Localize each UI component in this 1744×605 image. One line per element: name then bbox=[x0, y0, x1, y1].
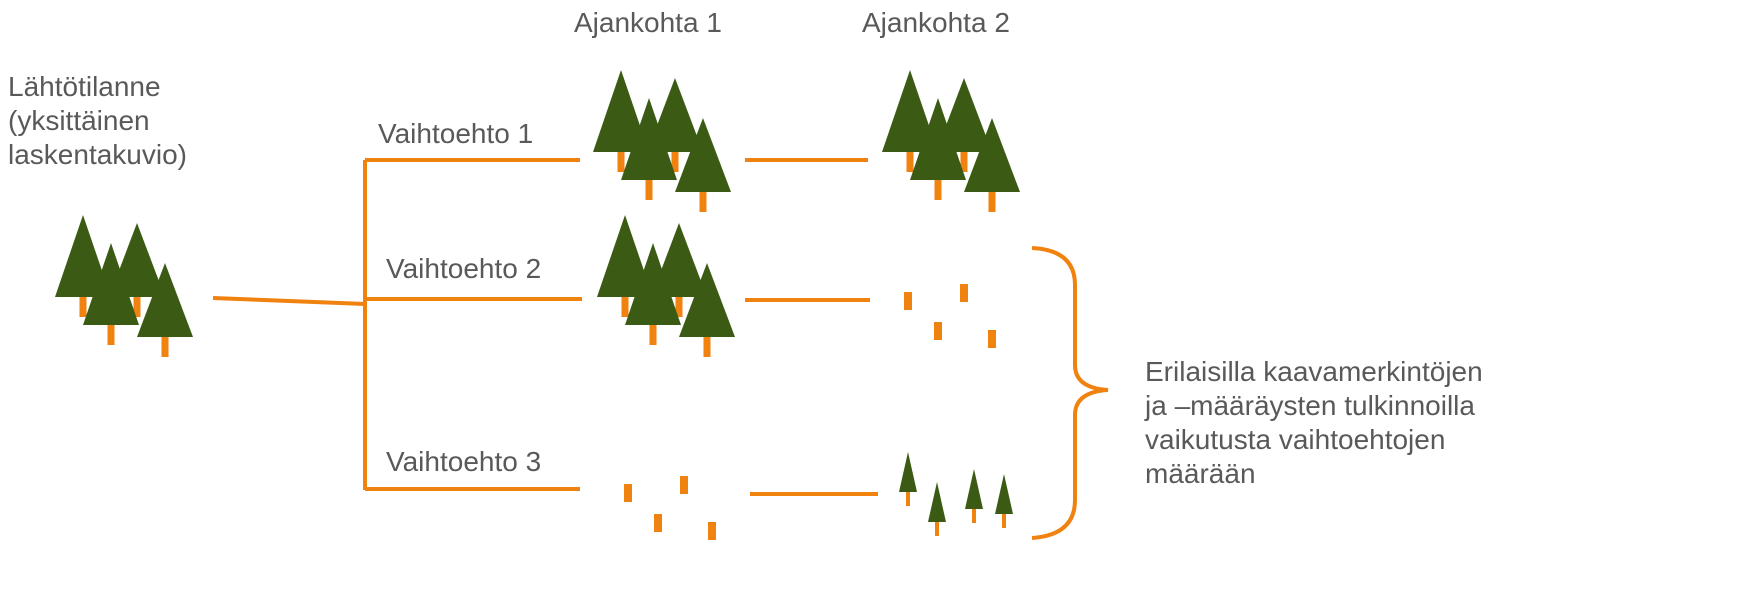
header-time-1: Ajankohta 1 bbox=[574, 7, 722, 38]
tree-trunk bbox=[935, 516, 939, 536]
note-line-2: ja –määräysten tulkinnoilla bbox=[1145, 390, 1475, 421]
stump-icon bbox=[904, 292, 912, 310]
stump-icon bbox=[708, 522, 716, 540]
seedlings-group bbox=[899, 452, 1013, 536]
note-line-4: määrään bbox=[1145, 458, 1256, 489]
tree-trunk bbox=[699, 186, 707, 212]
tree-icon bbox=[928, 482, 946, 522]
tree-icon bbox=[882, 70, 938, 152]
tree-trunk bbox=[988, 186, 996, 212]
tree-trunk bbox=[906, 486, 910, 506]
forest-group bbox=[597, 215, 735, 357]
forest-group bbox=[55, 215, 193, 357]
stumps-group bbox=[904, 284, 996, 348]
tree-trunk bbox=[649, 319, 657, 345]
tree-trunk bbox=[133, 291, 141, 317]
start-label-line-3: laskentakuvio) bbox=[8, 139, 187, 170]
tree-trunk bbox=[934, 174, 942, 200]
tree-groups bbox=[55, 70, 1020, 540]
tree-trunk bbox=[671, 146, 679, 172]
forest-group bbox=[593, 70, 731, 212]
start-label-line-1: Lähtötilanne bbox=[8, 71, 161, 102]
tree-trunk bbox=[1002, 508, 1006, 528]
tree-trunk bbox=[675, 291, 683, 317]
tree-icon bbox=[995, 474, 1013, 514]
tree-icon bbox=[55, 215, 111, 297]
stump-icon bbox=[960, 284, 968, 302]
note-line-3: vaikutusta vaihtoehtojen bbox=[1145, 424, 1446, 455]
tree-icon bbox=[964, 118, 1020, 192]
tree-trunk bbox=[107, 319, 115, 345]
tree-trunk bbox=[972, 503, 976, 523]
tree-trunk bbox=[617, 146, 625, 172]
tree-trunk bbox=[906, 146, 914, 172]
option-label-3: Vaihtoehto 3 bbox=[386, 446, 542, 477]
connector-lines bbox=[212, 158, 878, 496]
connector-line bbox=[212, 296, 366, 306]
tree-trunk bbox=[960, 146, 968, 172]
tree-icon bbox=[137, 263, 193, 337]
stump-icon bbox=[624, 484, 632, 502]
start-label-line-2: (yksittäinen bbox=[8, 105, 150, 136]
tree-icon bbox=[899, 452, 917, 492]
start-label: Lähtötilanne (yksittäinen laskentakuvio) bbox=[8, 70, 187, 172]
stump-icon bbox=[988, 330, 996, 348]
stump-icon bbox=[680, 476, 688, 494]
tree-icon bbox=[597, 215, 653, 297]
stumps-group bbox=[624, 476, 716, 540]
header-time-2: Ajankohta 2 bbox=[862, 7, 1010, 38]
tree-trunk bbox=[621, 291, 629, 317]
tree-icon bbox=[965, 469, 983, 509]
option-label-2: Vaihtoehto 2 bbox=[386, 253, 542, 284]
tree-icon bbox=[910, 98, 966, 180]
tree-trunk bbox=[645, 174, 653, 200]
note-line-1: Erilaisilla kaavamerkintöjen bbox=[1145, 356, 1483, 387]
tree-trunk bbox=[79, 291, 87, 317]
right-brace bbox=[1031, 246, 1109, 540]
stump-icon bbox=[934, 322, 942, 340]
tree-trunk bbox=[703, 331, 711, 357]
forest-group bbox=[882, 70, 1020, 212]
option-label-1: Vaihtoehto 1 bbox=[378, 118, 534, 149]
tree-icon bbox=[625, 243, 681, 325]
tree-icon bbox=[679, 263, 735, 337]
tree-icon bbox=[593, 70, 649, 152]
stump-icon bbox=[654, 514, 662, 532]
tree-icon bbox=[83, 243, 139, 325]
tree-trunk bbox=[161, 331, 169, 357]
tree-icon bbox=[621, 98, 677, 180]
tree-icon bbox=[675, 118, 731, 192]
interpretation-note: Erilaisilla kaavamerkintöjen ja –määräys… bbox=[1145, 355, 1483, 491]
